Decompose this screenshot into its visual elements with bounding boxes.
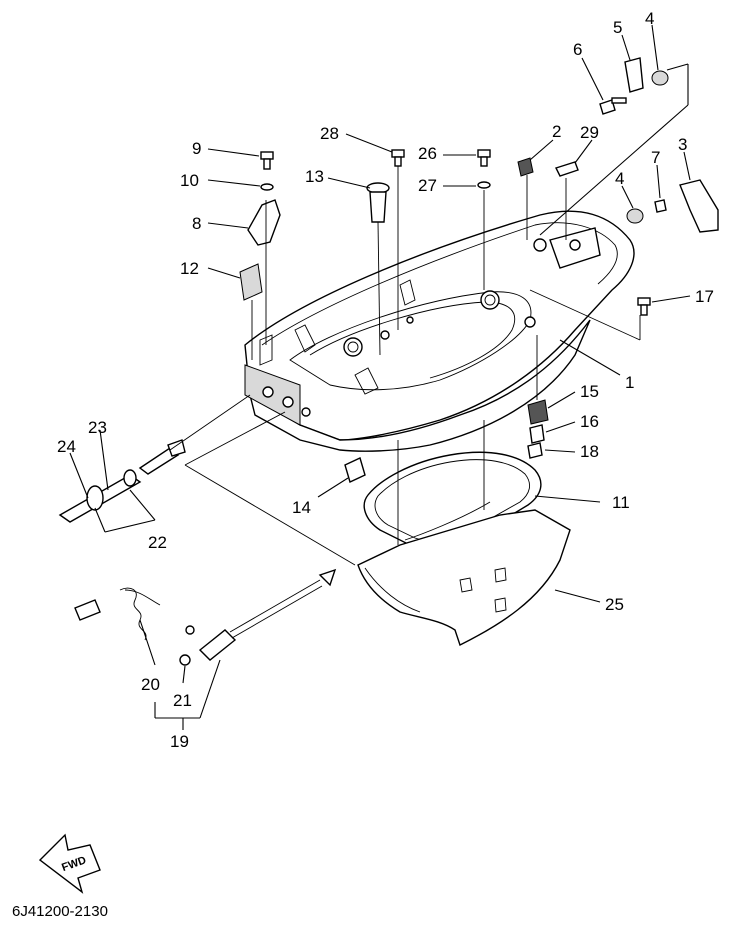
- callout-16: 16: [580, 412, 599, 431]
- callout-13: 13: [305, 167, 324, 186]
- callout-1: 1: [625, 373, 634, 392]
- nut-2: [517, 157, 534, 177]
- nut-7: [654, 199, 667, 213]
- grommet-15: [527, 399, 549, 425]
- callout-17: 17: [695, 287, 714, 306]
- callout-15: 15: [580, 382, 599, 401]
- callout-4-top: 4: [645, 9, 654, 28]
- fwd-arrow-icon: FWD: [38, 833, 101, 894]
- callout-20: 20: [141, 675, 160, 694]
- bolt-17: [637, 297, 651, 316]
- bolt-26: [477, 149, 491, 167]
- callout-6: 6: [573, 40, 582, 59]
- clip-14: [344, 457, 366, 483]
- callout-19: 19: [170, 732, 189, 751]
- callout-21: 21: [173, 691, 192, 710]
- callout-26: 26: [418, 144, 437, 163]
- cable-assembly-22: [58, 439, 186, 523]
- callout-12: 12: [180, 259, 199, 278]
- grommet-13: [366, 182, 390, 223]
- collar-16: [529, 424, 545, 444]
- bolt-9: [260, 151, 274, 170]
- washer-27: [477, 181, 491, 189]
- grommet-4-top: [651, 70, 669, 86]
- callout-3: 3: [678, 135, 687, 154]
- callout-23: 23: [88, 418, 107, 437]
- washer-10: [260, 183, 274, 191]
- lower-cover: [357, 509, 571, 646]
- clamp-8: [247, 199, 281, 246]
- callout-labels: 1 2 3 4 4 5 6 7 8 9 10 11 12 13 14 15 16…: [57, 9, 714, 751]
- callout-9: 9: [192, 139, 201, 158]
- callout-28: 28: [320, 124, 339, 143]
- bracket-5: [624, 57, 644, 93]
- callout-18: 18: [580, 442, 599, 461]
- callout-22: 22: [148, 533, 167, 552]
- diagram-code: 6J41200-2130: [12, 903, 108, 920]
- callout-27: 27: [418, 176, 437, 195]
- callout-29: 29: [580, 123, 599, 142]
- callout-24: 24: [57, 437, 76, 456]
- bracket-3: [679, 179, 719, 233]
- callout-4-mid: 4: [615, 169, 624, 188]
- callout-25: 25: [605, 595, 624, 614]
- callout-5: 5: [613, 18, 622, 37]
- bolt-28: [391, 149, 405, 167]
- callout-10: 10: [180, 171, 199, 190]
- grommet-4-mid: [626, 208, 644, 224]
- cable-assembly-19: [74, 568, 337, 666]
- bottom-cowling: [244, 210, 635, 452]
- label-29: [555, 161, 579, 177]
- gasket: [363, 451, 542, 550]
- leader-lines: [69, 24, 691, 730]
- callout-7: 7: [651, 148, 660, 167]
- callout-11: 11: [612, 493, 630, 512]
- block-12: [239, 263, 263, 301]
- bolt-6: [599, 97, 627, 115]
- callout-2: 2: [552, 122, 561, 141]
- callout-8: 8: [192, 214, 201, 233]
- nut-18: [527, 442, 543, 459]
- callout-14: 14: [292, 498, 311, 517]
